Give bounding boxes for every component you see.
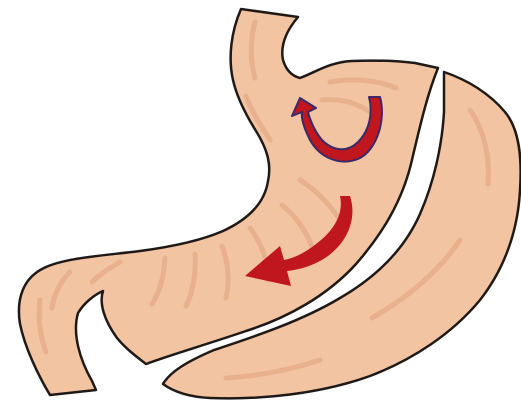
stomach-diagram — [0, 0, 521, 414]
stomach-illustration — [0, 0, 521, 414]
